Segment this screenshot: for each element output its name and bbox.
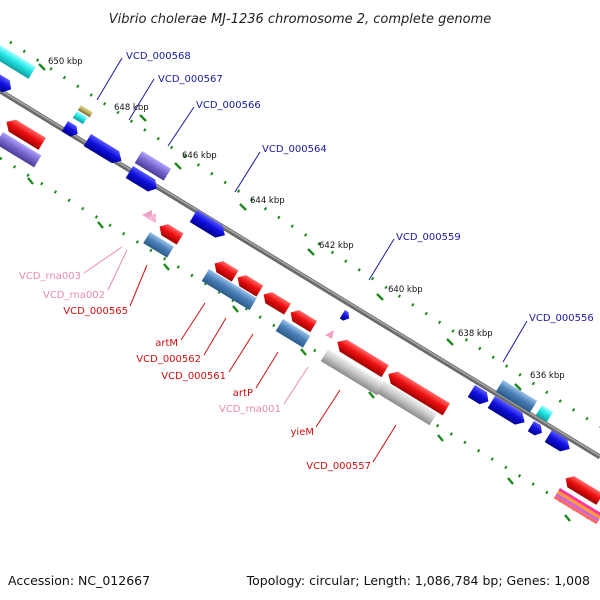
- cds-red-arrow: [290, 310, 318, 333]
- gene-label: yieM: [291, 427, 314, 438]
- cds-blue-arrow: [527, 421, 542, 436]
- gene-label: VCD_000566: [196, 100, 261, 111]
- tick-label: 644 kbp: [250, 196, 285, 206]
- cds-cyan: [0, 45, 36, 79]
- gene-label: VCD_000559: [396, 232, 461, 243]
- cds-steelblue: [143, 232, 174, 258]
- cds-red-arrow: [6, 119, 46, 150]
- cds-blue-arrow: [544, 430, 570, 452]
- gene-label: artP: [233, 388, 253, 399]
- upper-label-group: [96, 57, 528, 363]
- summary-text: Topology: circular; Length: 1,086,784 bp…: [246, 573, 590, 588]
- cds-blue-arrow: [487, 396, 525, 425]
- tick-label: 650 kbp: [48, 57, 83, 67]
- cds-blue-arrow: [83, 134, 122, 164]
- map-title: Vibrio cholerae MJ-1236 chromosome 2, co…: [109, 12, 491, 27]
- cds-steelblue: [201, 269, 257, 311]
- cds-red-arrow: [263, 292, 291, 315]
- cds-blue-arrow: [467, 385, 489, 405]
- cds-cyan: [535, 405, 554, 423]
- cds-violet: [134, 151, 172, 181]
- gene-label: VCD_000567: [158, 74, 223, 85]
- cds-steelblue: [275, 319, 311, 348]
- cds-red-arrow: [214, 261, 239, 282]
- tick-label: 638 kbp: [458, 329, 493, 339]
- cds-cyan-small: [72, 111, 88, 125]
- gene-label: VCD_000565: [63, 306, 128, 317]
- gene-label: VCD_000562: [136, 354, 201, 365]
- ruler-major-ticks-lower: [27, 177, 571, 522]
- gene-label: VCD_000557: [306, 461, 371, 472]
- gene-label: VCD_000564: [262, 144, 327, 155]
- gene-label: VCD_000556: [529, 313, 594, 324]
- cds-steelblue: [495, 380, 538, 413]
- accession-text: Accession: NC_012667: [8, 573, 150, 588]
- tick-label: 636 kbp: [530, 371, 565, 381]
- upper-labels: VCD_000568 VCD_000567 VCD_000566 VCD_000…: [126, 51, 594, 324]
- lower-label-lines: [83, 246, 397, 463]
- cds-red-arrow: [237, 275, 264, 297]
- tick-label: 648 kbp: [114, 103, 149, 113]
- cds-violet: [0, 132, 42, 168]
- cds-multicolor: [553, 488, 600, 525]
- gene-label: VCD_rna002: [43, 290, 105, 301]
- cds-red-arrow: [388, 371, 451, 416]
- tick-label: 642 kbp: [319, 241, 354, 251]
- pseudo-gene: [320, 349, 385, 396]
- rna-arrow: [146, 213, 156, 223]
- cds-blue-arrow: [0, 72, 12, 93]
- lower-labels: VCD_rna003 VCD_rna002 VCD_000565 artM VC…: [19, 271, 371, 472]
- gene-label: VCD_000561: [161, 371, 226, 382]
- cds-blue-arrow: [189, 210, 225, 238]
- ruler-labels: 650 kbp 648 kbp 646 kbp 644 kbp 642 kbp …: [48, 57, 565, 381]
- cds-olive: [77, 105, 93, 118]
- rna-arrow: [325, 330, 334, 339]
- cds-red-arrow: [159, 224, 184, 245]
- tick-label: 640 kbp: [388, 285, 423, 295]
- forward-features: [0, 45, 570, 452]
- ruler-major-ticks-upper: [38, 63, 522, 391]
- cds-red-arrow: [337, 339, 389, 378]
- gene-label: VCD_rna001: [219, 404, 281, 415]
- cds-red-arrow: [565, 476, 600, 505]
- cds-blue-arrow: [125, 166, 157, 192]
- gene-label: artM: [155, 338, 178, 349]
- cds-blue-arrow: [61, 121, 78, 137]
- cds-blue-small: [339, 310, 350, 321]
- pseudo-gene: [376, 381, 437, 426]
- gene-label: VCD_000568: [126, 51, 191, 62]
- reverse-features: [0, 119, 600, 525]
- gene-label: VCD_rna003: [19, 271, 81, 282]
- ruler-upper-track: [9, 40, 600, 429]
- tick-label: 646 kbp: [182, 151, 217, 161]
